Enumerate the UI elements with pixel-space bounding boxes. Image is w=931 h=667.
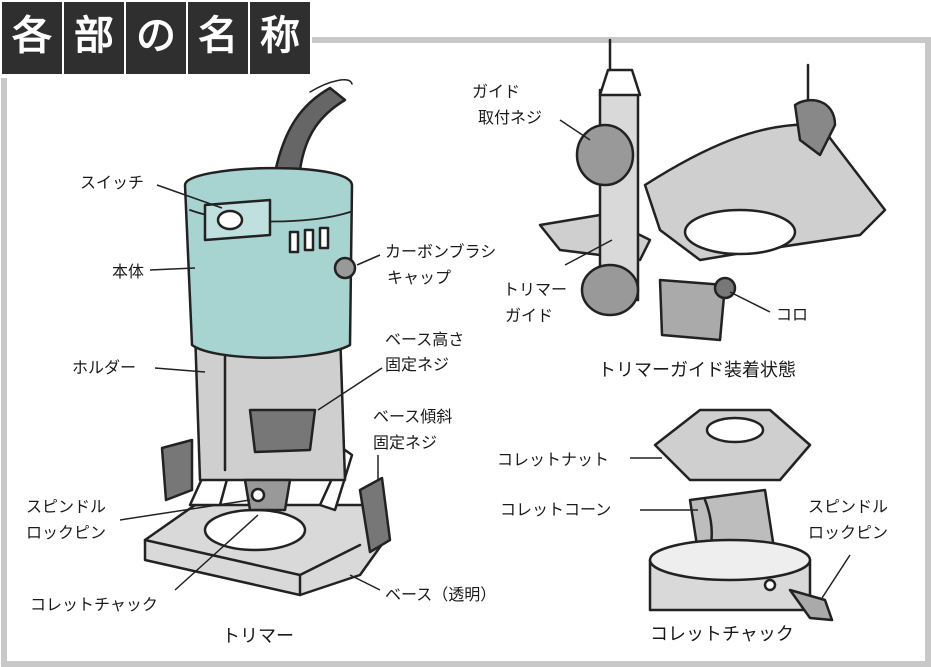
leaders-collet — [630, 457, 851, 599]
left-knob — [160, 438, 194, 502]
leaders-guide — [559, 119, 771, 313]
label-spindle-lock-right-2: ロックピン — [808, 523, 889, 542]
label-brush-cap-2: キャップ — [387, 268, 452, 287]
label-brush-cap-1: カーボンブラシ — [385, 242, 497, 261]
label-body: 本体 — [112, 262, 145, 281]
spindle-lock-pin-right — [788, 588, 834, 622]
label-trimmer-guide-2: ガイド — [505, 306, 554, 325]
guide-illustration — [538, 38, 887, 342]
title-char-4: 名 — [198, 13, 238, 59]
label-base-tilt-1: ベース傾斜 — [373, 407, 453, 426]
base-tilt-knob — [358, 476, 392, 554]
leaders-trimmer — [119, 184, 383, 591]
label-collet-chuck: コレットチャック — [30, 595, 158, 614]
label-spindle-lock-right-1: スピンドル — [808, 497, 889, 516]
title-char-3: の — [136, 13, 176, 59]
label-spindle-lock-2: ロックピン — [26, 523, 107, 542]
title-char-5: 称 — [260, 13, 300, 59]
caption-guide-view: トリマーガイド装着状態 — [598, 360, 796, 381]
caption-trimmer: トリマー — [222, 626, 294, 647]
label-base-tilt-2: 固定ネジ — [373, 433, 438, 452]
trimmer-illustration — [143, 79, 392, 597]
guide-screw-knob — [575, 123, 635, 187]
lower-guide-knob — [580, 263, 640, 317]
brush-cap — [333, 256, 357, 280]
collet-illustration — [648, 408, 834, 622]
frame-border — [1, 37, 931, 667]
base-opening — [203, 508, 307, 552]
caption-collet-view: コレットチャック — [650, 624, 794, 645]
label-collet-nut: コレットナット — [497, 450, 610, 469]
label-trimmer-guide-1: トリマー — [503, 280, 568, 299]
height-knob — [248, 408, 317, 454]
label-base-height-1: ベース高さ — [385, 330, 465, 349]
label-base-height-2: 固定ネジ — [385, 355, 450, 374]
label-spindle-lock-1: スピンドル — [26, 497, 107, 516]
label-guide-screw-1: ガイド — [472, 82, 521, 101]
title-block-2: 部 — [64, 2, 124, 74]
label-base: ベース（透明） — [385, 585, 497, 604]
title-char-1: 各 — [12, 13, 52, 59]
label-collet-cone: コレットコーン — [500, 500, 612, 519]
label-guide-screw-2: 取付ネジ — [478, 108, 543, 127]
label-holder: ホルダー — [72, 358, 137, 377]
top-knob — [793, 98, 837, 157]
roller — [713, 276, 737, 300]
title-block-5: 称 — [250, 2, 310, 74]
label-roller: コロ — [776, 305, 809, 324]
title-block-3: の — [126, 2, 186, 74]
motor-body — [183, 166, 354, 359]
collet-nut — [653, 408, 812, 482]
label-switch: スイッチ — [80, 173, 145, 192]
power-cord — [274, 86, 347, 172]
title-block-1: 各 — [2, 2, 62, 74]
title-char-2: 部 — [74, 13, 114, 59]
title-block-4: 名 — [188, 2, 248, 74]
roller-assembly — [658, 278, 727, 342]
